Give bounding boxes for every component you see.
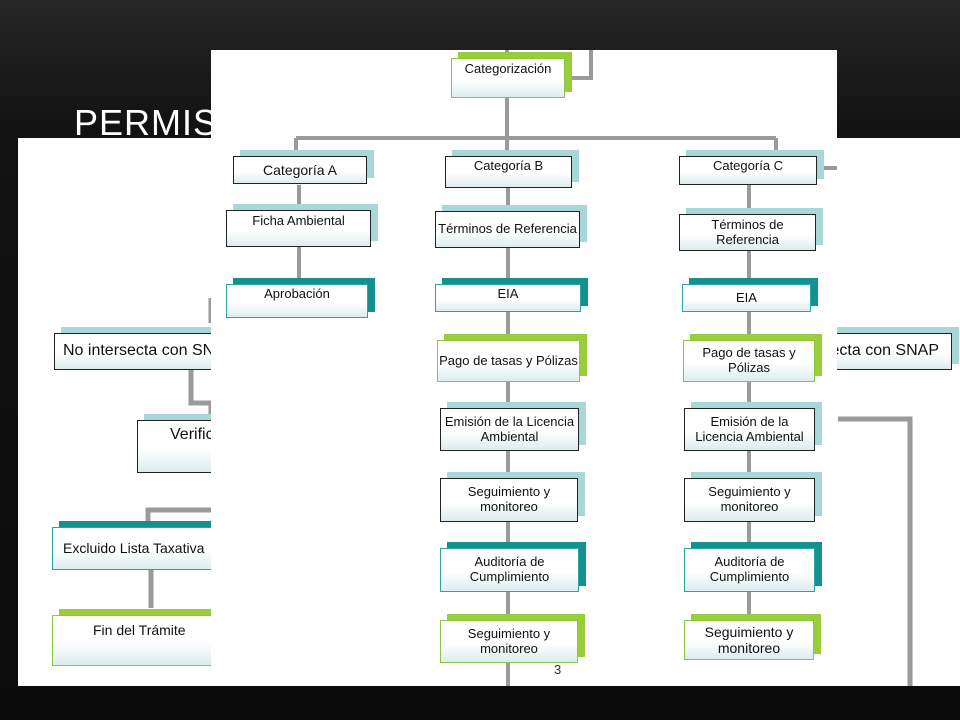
no-intersecta-label: No intersecta con SNAP <box>63 342 236 360</box>
b-terminos-box: Términos de Referencia <box>435 211 580 248</box>
b-eia-box: EIA <box>435 284 581 312</box>
front-flowchart-image: Categorización Categoría A Ficha Ambient… <box>211 50 837 686</box>
categorizacion-label: Categorización <box>464 61 552 76</box>
b-terminos-label: Términos de Referencia <box>438 221 577 237</box>
c-seguimiento-2-label: Seguimiento y monitoreo <box>704 623 794 656</box>
ficha-ambiental-box: Ficha Ambiental <box>226 210 371 247</box>
b-seguimiento-2-label: Seguimiento y monitoreo <box>467 625 551 656</box>
b-emision-label: Emisión de la Licencia Ambiental <box>444 413 575 444</box>
b-emision-box: Emisión de la Licencia Ambiental <box>440 408 579 451</box>
b-pago-label: Pago de tasas y Pólizas <box>439 352 578 368</box>
c-seguimiento-2-box: Seguimiento y monitoreo <box>684 620 814 660</box>
ficha-ambiental-label: Ficha Ambiental <box>252 213 345 228</box>
aprobacion-label: Aprobación <box>264 286 330 301</box>
c-terminos-label: Términos de Referencia <box>711 216 784 247</box>
b-seguimiento-1-box: Seguimiento y monitoreo <box>440 478 578 522</box>
b-eia-label: EIA <box>497 286 519 301</box>
c-emision-label: Emisión de la Licencia Ambiental <box>695 413 804 444</box>
categoria-a-label: Categoría A <box>263 161 337 178</box>
categoria-b-box: Categoría B <box>445 156 572 188</box>
c-auditoria-box: Auditoría de Cumplimiento <box>684 548 815 592</box>
excluido-label: Excluido Lista Taxativa <box>63 540 205 557</box>
c-pago-box: Pago de tasas y Pólizas <box>683 340 815 382</box>
page-number: 3 <box>554 662 562 677</box>
b-seguimiento-2-box: Seguimiento y monitoreo <box>440 620 578 663</box>
b-auditoria-box: Auditoría de Cumplimiento <box>440 548 579 592</box>
b-seguimiento-1-label: Seguimiento y monitoreo <box>467 484 551 514</box>
c-pago-label: Pago de tasas y Pólizas <box>702 345 796 375</box>
aprobacion-box: Aprobación <box>226 284 368 318</box>
c-eia-box: EIA <box>682 284 811 312</box>
b-pago-box: Pago de tasas y Pólizas <box>437 340 580 382</box>
c-seguimiento-1-label: Seguimiento y monitoreo <box>708 484 791 514</box>
categoria-c-label: Categoría C <box>712 158 784 173</box>
categoria-b-label: Categoría B <box>473 158 544 173</box>
categorizacion-box: Categorización <box>451 58 565 98</box>
c-eia-label: EIA <box>736 289 757 305</box>
c-terminos-box: Términos de Referencia <box>679 214 816 251</box>
fin-tramite-label: Fin del Trámite <box>93 622 186 638</box>
b-auditoria-label: Auditoría de Cumplimiento <box>469 554 550 584</box>
categoria-c-box: Categoría C <box>679 156 817 185</box>
front-connectors <box>294 50 837 686</box>
c-emision-box: Emisión de la Licencia Ambiental <box>684 408 815 451</box>
categoria-a-box: Categoría A <box>233 156 367 184</box>
c-auditoria-label: Auditoría de Cumplimiento <box>709 554 790 584</box>
c-seguimiento-1-box: Seguimiento y monitoreo <box>684 478 815 522</box>
